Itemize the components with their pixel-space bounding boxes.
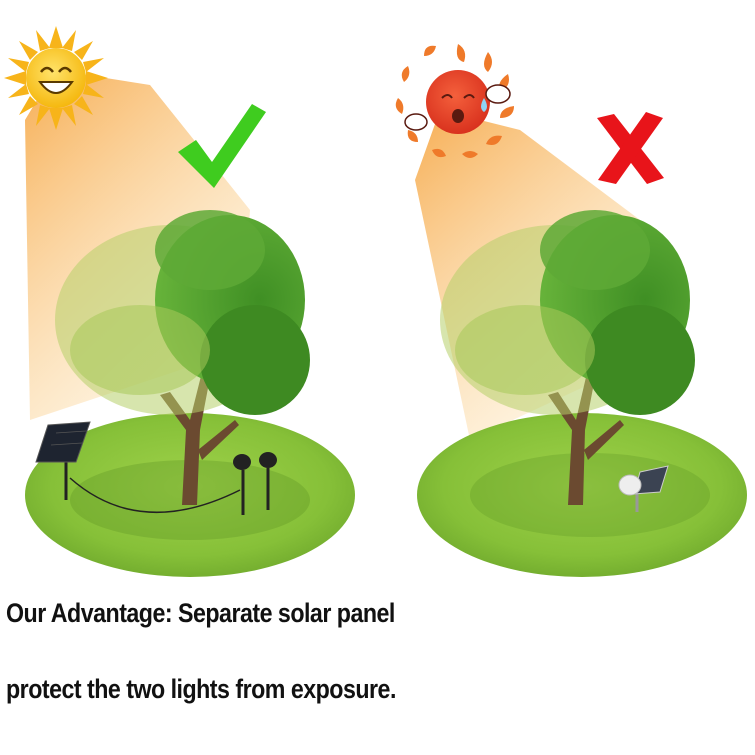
sweating-sun-icon xyxy=(395,44,514,158)
check-mark-icon xyxy=(178,104,266,188)
integrated-solar-light-icon xyxy=(618,465,669,512)
tree-left xyxy=(55,210,310,505)
happy-sun-icon xyxy=(4,26,108,130)
right-scene xyxy=(395,44,747,577)
comparison-illustration xyxy=(4,26,747,577)
tree-right xyxy=(440,210,695,505)
solar-panel-icon xyxy=(35,421,241,514)
caption-line-2: protect the two lights from exposure. xyxy=(6,674,396,704)
left-scene xyxy=(4,26,355,577)
caption-line-1: Our Advantage: Separate solar panel xyxy=(6,598,395,628)
spotlight-icon xyxy=(233,452,277,515)
x-mark-icon xyxy=(597,112,664,184)
